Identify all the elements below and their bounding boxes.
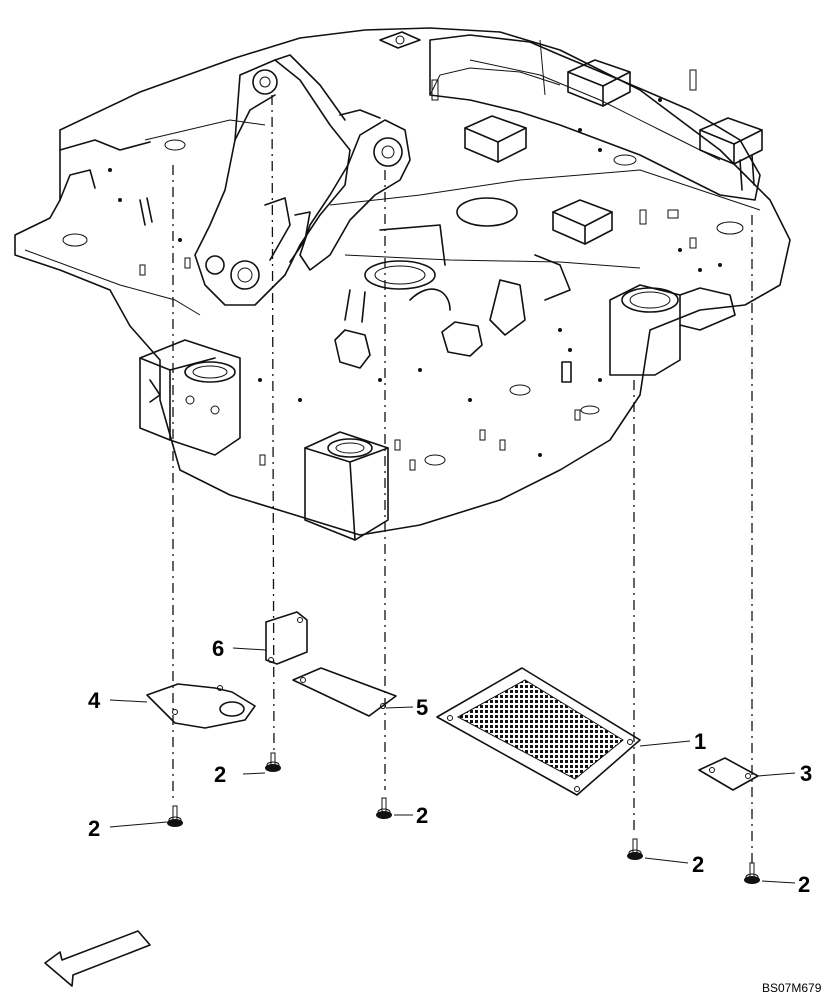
- callout-4: 4: [88, 688, 101, 713]
- callout-3: 3: [800, 761, 812, 786]
- plate-5: [292, 667, 397, 717]
- right-tower: [609, 284, 681, 376]
- drawing-code: BS07M679: [762, 981, 822, 995]
- plate-4: [146, 683, 256, 729]
- mount-pad-4: [552, 199, 613, 227]
- assembly-center-lines: [172, 94, 753, 865]
- front-direction-arrow-icon: [44, 930, 151, 987]
- cover-plate-6: [265, 611, 308, 665]
- leader-lines: [109, 647, 796, 884]
- mount-pad-1: [567, 59, 631, 87]
- callout-6: 6: [212, 636, 224, 661]
- bolt-icon: [167, 752, 760, 884]
- callout-2-a: 2: [214, 762, 226, 787]
- front-left-box: [139, 339, 241, 456]
- callout-2-c: 2: [416, 803, 428, 828]
- rear-frame-beam: [429, 34, 761, 201]
- callout-2-d: 2: [692, 852, 704, 877]
- callout-1: 1: [694, 729, 706, 754]
- boom-bracket-right: [299, 119, 411, 271]
- upper-frame: [14, 27, 791, 541]
- callout-2-e: 2: [798, 872, 810, 897]
- callout-5: 5: [416, 695, 428, 720]
- mesh-panel-1: [436, 667, 641, 796]
- mount-pad-3: [464, 115, 527, 143]
- frame-deck-outline: [14, 27, 791, 536]
- callouts: 1 2 2 2 2 2 3 4 5 6: [88, 636, 812, 897]
- front-center-box: [304, 431, 389, 541]
- boom-bracket-left: [194, 59, 351, 306]
- callout-2-b: 2: [88, 816, 100, 841]
